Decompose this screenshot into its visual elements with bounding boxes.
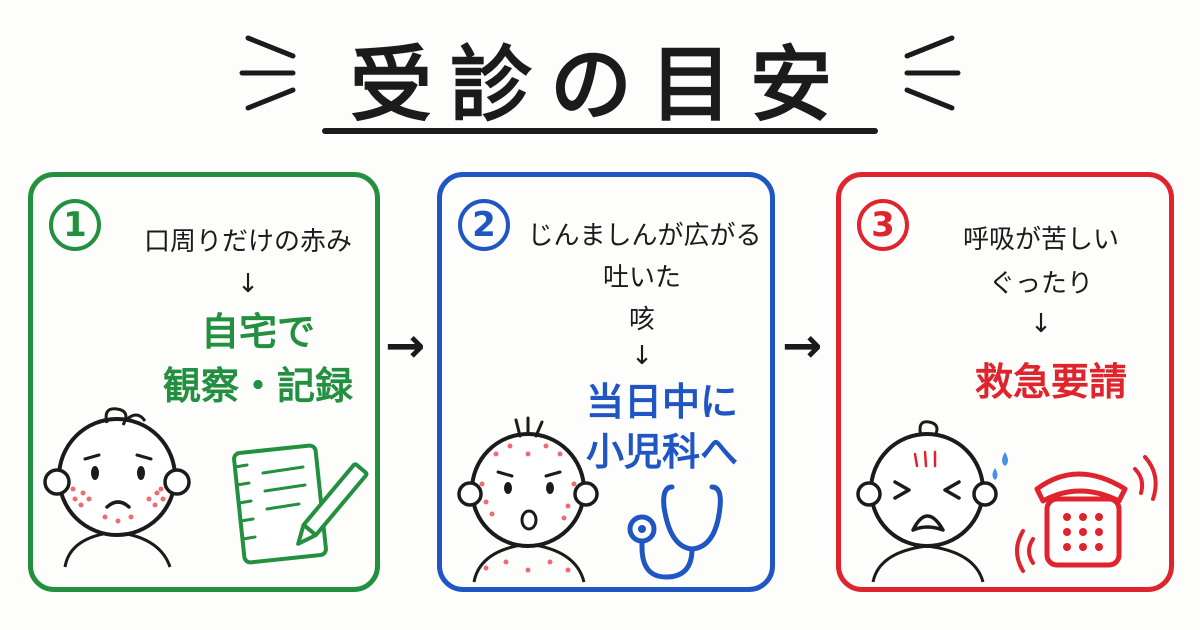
action-2-line-1: 当日中に: [585, 380, 738, 424]
step-number-1: 1: [49, 199, 101, 251]
down-arrow-2: ↓: [631, 341, 653, 371]
baby-face-icon: [43, 407, 191, 568]
emphasis-lines-right-icon: [904, 35, 961, 111]
symptom-2-2: 吐いた: [602, 263, 681, 293]
title-underline: [322, 128, 878, 134]
stethoscope-icon: [627, 484, 723, 580]
flow-arrow-2: →: [782, 318, 823, 374]
down-arrow-3: ↓: [1030, 309, 1052, 339]
baby-rash-icon: [457, 416, 599, 583]
down-arrow-1: ↓: [237, 269, 259, 299]
symptom-3-1: 呼吸が苦しい: [962, 225, 1119, 255]
notebook-pencil-icon: [232, 443, 369, 565]
action-1-line-2: 観察・記録: [162, 364, 353, 408]
step-number-2: 2: [458, 199, 510, 251]
telephone-icon: [1015, 455, 1158, 573]
baby-crying-icon: [856, 420, 1008, 583]
page-title: 受診の目安: [349, 38, 850, 133]
action-2-line-2: 小児科へ: [585, 430, 738, 474]
step-card-1: 1 口周りだけの赤み ↓ 自宅で 観察・記録: [28, 172, 380, 592]
step-card-2: 2 じんましんが広がる 吐いた 咳 ↓ 当日中に 小児科へ: [437, 172, 775, 592]
symptom-3-2: ぐったり: [988, 269, 1093, 299]
step-card-3: 3 呼吸が苦しい ぐったり ↓ 救急要請: [836, 172, 1174, 592]
symptom-1-1: 口周りだけの赤み: [143, 227, 352, 257]
flow-arrow-1: →: [385, 318, 426, 374]
emphasis-lines-left-icon: [239, 35, 296, 111]
symptom-2-3: 咳: [628, 305, 655, 335]
step-number-3: 3: [857, 199, 909, 251]
action-3-line-1: 救急要請: [974, 360, 1127, 404]
action-1-line-1: 自宅で: [200, 310, 315, 354]
symptom-2-1: じんましんが広がる: [527, 221, 762, 251]
